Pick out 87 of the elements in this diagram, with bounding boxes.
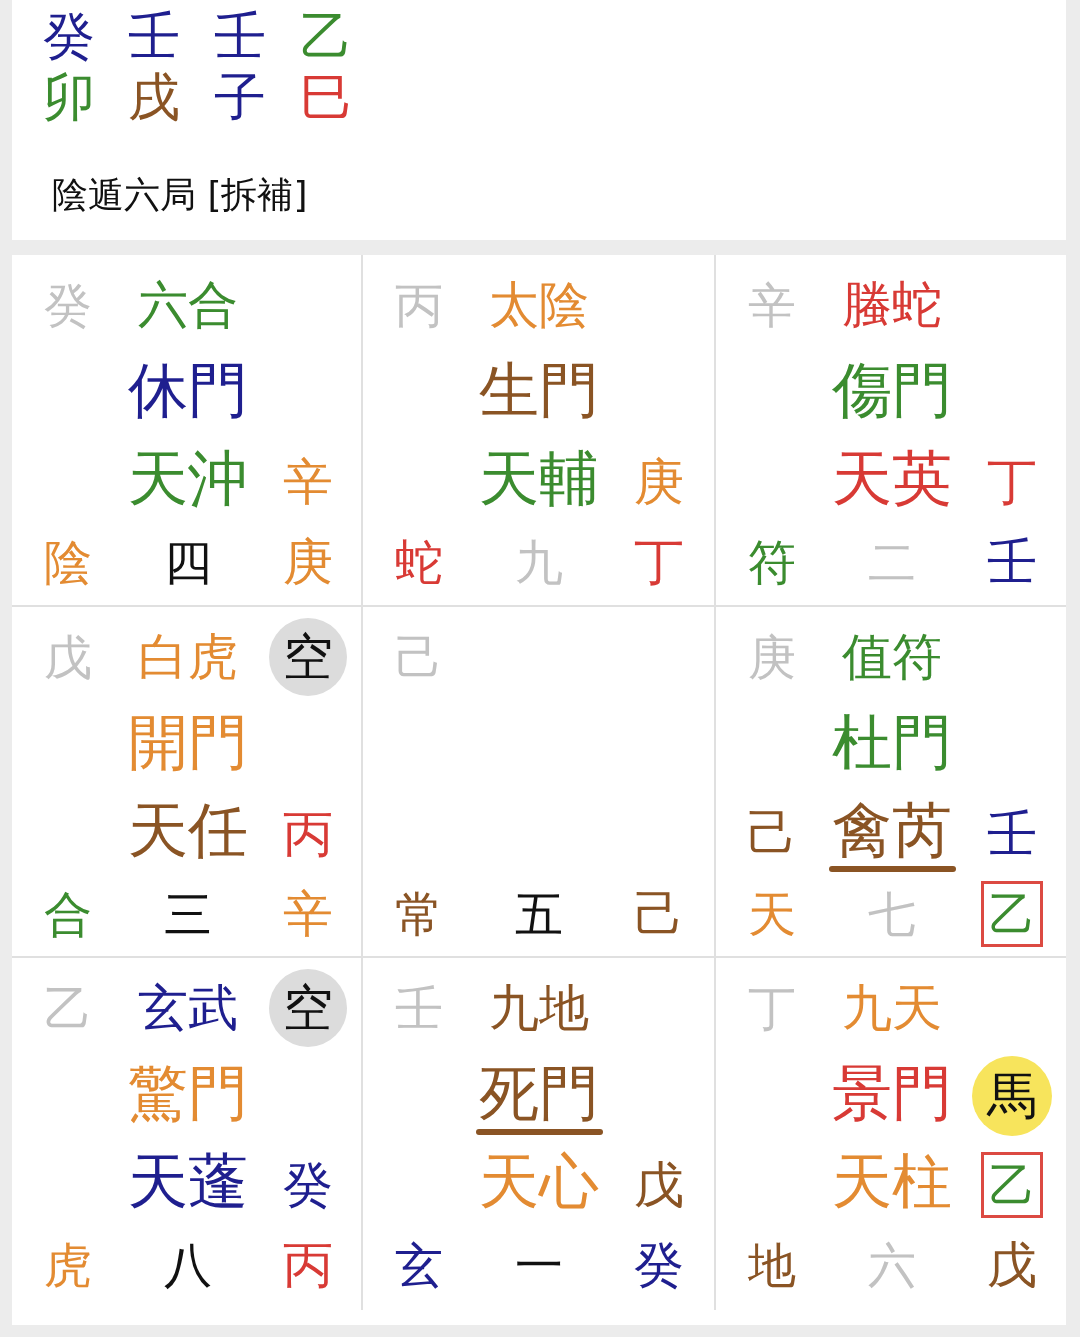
- palace-number: 五: [515, 890, 563, 938]
- palace-number: 二: [868, 538, 916, 586]
- star-label: 禽芮: [832, 800, 952, 860]
- palace-cell: [363, 607, 716, 958]
- door-label: 景門: [832, 1063, 952, 1123]
- palace-cell: [363, 255, 716, 607]
- deity-abbrev-label: 天: [748, 890, 796, 938]
- chart-type-label: 陰遁六局 [拆補]: [52, 177, 308, 213]
- stem-label: 丁: [987, 457, 1037, 507]
- stem-label: 乙: [44, 984, 92, 1032]
- star-label: 天任: [128, 800, 248, 860]
- deity-abbrev-label: 地: [748, 1241, 796, 1289]
- stem-label: 癸: [634, 1240, 684, 1290]
- star-label: 天英: [832, 448, 952, 508]
- heavenly-stem-label: 癸: [43, 10, 95, 62]
- deity-abbrev-label: 虎: [44, 1241, 92, 1289]
- heavenly-stem-label: 乙: [300, 10, 352, 62]
- deity-label: 九地: [489, 983, 589, 1033]
- stem-label: 辛: [748, 281, 796, 329]
- deity-abbrev-label: 符: [748, 538, 796, 586]
- stem-label: 辛: [283, 457, 333, 507]
- stem-label: 己: [634, 889, 684, 939]
- horse-label: 馬: [987, 1071, 1037, 1121]
- star-label: 天柱: [832, 1151, 952, 1211]
- stem-label: 己: [395, 633, 443, 681]
- heavenly-stem-label: 壬: [214, 10, 266, 62]
- palace-number: 七: [868, 890, 916, 938]
- door-label: 死門: [479, 1063, 599, 1123]
- boxed-stem-frame: [981, 881, 1043, 947]
- stem-label: 丁: [748, 984, 796, 1032]
- deity-abbrev-label: 陰: [44, 538, 92, 586]
- stem-label: 庚: [748, 633, 796, 681]
- void-label: 空: [283, 632, 333, 682]
- stem-label: 戊: [44, 633, 92, 681]
- palace-number: 八: [164, 1241, 212, 1289]
- deity-label: 九天: [842, 983, 942, 1033]
- palace-number: 三: [164, 890, 212, 938]
- deity-label: 太陰: [489, 280, 589, 330]
- palace-number: 一: [515, 1241, 563, 1289]
- stem-label: 庚: [634, 457, 684, 507]
- palace-cell: [12, 607, 363, 958]
- palace-number: 九: [515, 538, 563, 586]
- star-label: 天心: [479, 1151, 599, 1211]
- stem-label: 壬: [987, 537, 1037, 587]
- deity-label: 玄武: [138, 983, 238, 1033]
- deity-abbrev-label: 蛇: [395, 538, 443, 586]
- palace-cell: [12, 255, 363, 607]
- star-label: 天沖: [128, 448, 248, 508]
- door-label: 杜門: [832, 712, 952, 772]
- palace-number: 六: [868, 1241, 916, 1289]
- palace-number: 四: [164, 538, 212, 586]
- void-label: 空: [283, 983, 333, 1033]
- stem-label: 戊: [987, 1240, 1037, 1290]
- deity-label: 值符: [842, 632, 942, 682]
- stem-label: 壬: [395, 984, 443, 1032]
- door-label: 休門: [128, 360, 248, 420]
- stem-label: 癸: [283, 1160, 333, 1210]
- deity-label: 白虎: [138, 632, 238, 682]
- earthly-branch-label: 子: [214, 71, 266, 123]
- star-label: 天蓬: [128, 1151, 248, 1211]
- door-label: 生門: [479, 360, 599, 420]
- stem-label: 丁: [634, 537, 684, 587]
- stem-label: 戊: [634, 1160, 684, 1210]
- stem-label: 丙: [283, 809, 333, 859]
- stem-label: 庚: [283, 537, 333, 587]
- earthly-branch-label: 巳: [300, 71, 352, 123]
- stem-label: 丙: [283, 1240, 333, 1290]
- deity-label: 六合: [138, 280, 238, 330]
- stem-label: 丙: [395, 281, 443, 329]
- deity-abbrev-label: 玄: [395, 1241, 443, 1289]
- stem-label: 壬: [987, 809, 1037, 859]
- stem-label: 癸: [44, 281, 92, 329]
- stem-label: 己: [747, 808, 797, 858]
- heavenly-stem-label: 壬: [128, 10, 180, 62]
- star-label: 天輔: [479, 448, 599, 508]
- deity-abbrev-label: 常: [395, 890, 443, 938]
- door-label: 開門: [128, 712, 248, 772]
- deity-label: 螣蛇: [842, 280, 942, 330]
- stem-label: 乙: [989, 1162, 1035, 1208]
- boxed-stem-frame: [981, 1152, 1043, 1218]
- earthly-branch-label: 戌: [128, 71, 180, 123]
- earthly-branch-label: 卯: [43, 71, 95, 123]
- door-label: 傷門: [832, 360, 952, 420]
- door-label: 驚門: [128, 1063, 248, 1123]
- deity-abbrev-label: 合: [44, 890, 92, 938]
- stem-label: 辛: [283, 889, 333, 939]
- stem-label: 乙: [989, 891, 1035, 937]
